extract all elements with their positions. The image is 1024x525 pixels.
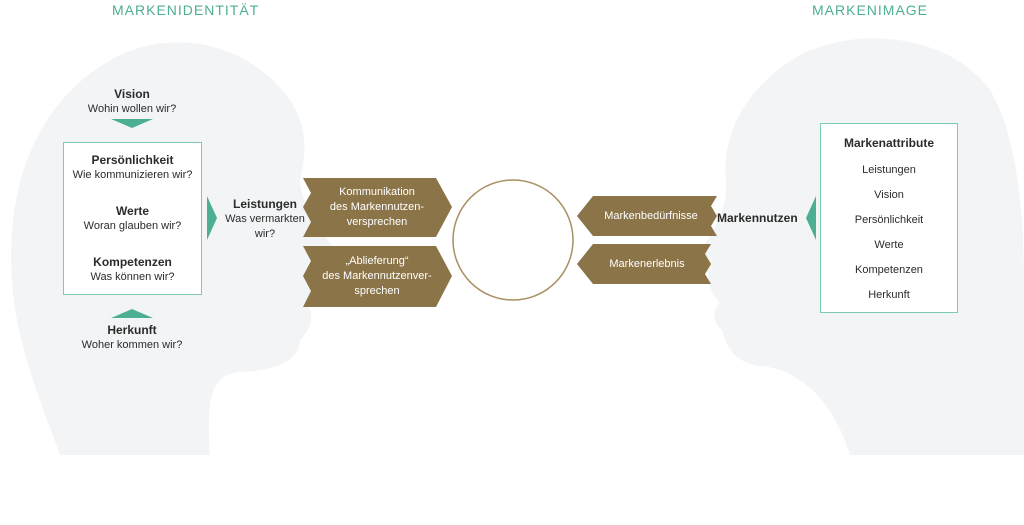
markenbeduerfnisse-label: Markenbedürfnisse bbox=[604, 209, 698, 222]
kommunikation-line3: versprechen bbox=[346, 216, 408, 228]
box-item-kompetenzen: Kompetenzen Was können wir? bbox=[64, 254, 201, 285]
herkunft-arrow-up bbox=[111, 309, 153, 318]
markenerlebnis-label: Markenerlebnis bbox=[609, 257, 685, 270]
attributes-title-text: Markenattribute bbox=[843, 136, 935, 150]
ablieferung-text: „Ablieferung“ des Markennutzenver- sprec… bbox=[310, 246, 444, 307]
heading-markenidentitaet: MARKENIDENTITÄT bbox=[112, 2, 260, 18]
vision-block: Vision Wohin wollen wir? bbox=[62, 86, 202, 117]
leistungen-question-line2: wir? bbox=[254, 228, 276, 240]
attribute-item: Werte bbox=[874, 239, 904, 251]
attribute-item: Kompetenzen bbox=[855, 264, 923, 276]
attributes-title: Markenattribute bbox=[821, 135, 957, 151]
box-item-question: Was können wir? bbox=[90, 271, 175, 283]
vision-arrow-down bbox=[111, 119, 153, 128]
shape-kommunikation bbox=[303, 178, 452, 237]
markenbeduerfnisse-text: Markenbedürfnisse bbox=[590, 196, 712, 236]
box-item-werte: Werte Woran glauben wir? bbox=[64, 203, 201, 234]
box-arrow-right bbox=[207, 196, 217, 240]
kommunikation-text: Kommunikation des Markennutzen- versprec… bbox=[310, 178, 444, 237]
leistungen-question-line1: Was vermarkten bbox=[225, 213, 305, 225]
shape-markenbeduerfnisse bbox=[577, 196, 717, 236]
attribute-item: Herkunft bbox=[868, 289, 910, 301]
attribute-item: Persönlichkeit bbox=[854, 214, 924, 226]
box-item-title: Persönlichkeit bbox=[91, 153, 174, 167]
box-item-title: Werte bbox=[115, 204, 150, 218]
markennutzen-label: Markennutzen bbox=[717, 210, 807, 226]
kommunikation-line2: des Markennutzen- bbox=[329, 201, 425, 213]
herkunft-title: Herkunft bbox=[107, 323, 157, 337]
box-item-question: Woran glauben wir? bbox=[83, 220, 182, 232]
ablieferung-line2: des Markennutzenver- bbox=[322, 270, 432, 282]
heading-markenimage: MARKENIMAGE bbox=[812, 2, 929, 18]
markennutzen-arrow-left bbox=[806, 196, 816, 240]
box-item-question: Wie kommunizieren wir? bbox=[72, 169, 193, 181]
center-circle bbox=[452, 179, 574, 301]
attribute-item: Leistungen bbox=[862, 164, 916, 176]
leistungen-title: Leistungen bbox=[232, 197, 297, 211]
box-item-persoenlichkeit: Persönlichkeit Wie kommunizieren wir? bbox=[64, 152, 201, 183]
attribute-item: Vision bbox=[874, 189, 904, 201]
attributes-box: Markenattribute Leistungen Vision Persön… bbox=[820, 123, 958, 313]
box-item-title: Kompetenzen bbox=[93, 255, 172, 269]
ablieferung-line1: „Ablieferung“ bbox=[345, 255, 409, 267]
shape-ablieferung bbox=[303, 246, 452, 307]
leistungen-block: Leistungen Was vermarkten wir? bbox=[220, 196, 310, 242]
herkunft-question: Woher kommen wir? bbox=[81, 339, 183, 351]
attributes-list: Leistungen Vision Persönlichkeit Werte K… bbox=[821, 158, 957, 308]
herkunft-block: Herkunft Woher kommen wir? bbox=[62, 322, 202, 353]
vision-title: Vision bbox=[114, 87, 150, 101]
shape-markenerlebnis bbox=[577, 244, 711, 284]
ablieferung-line3: sprechen bbox=[354, 285, 400, 297]
markennutzen-title: Markennutzen bbox=[717, 211, 798, 225]
vision-question: Wohin wollen wir? bbox=[87, 103, 177, 115]
identity-box: Persönlichkeit Wie kommunizieren wir? We… bbox=[63, 142, 202, 295]
kommunikation-line1: Kommunikation bbox=[339, 186, 415, 198]
markenerlebnis-text: Markenerlebnis bbox=[588, 244, 706, 284]
